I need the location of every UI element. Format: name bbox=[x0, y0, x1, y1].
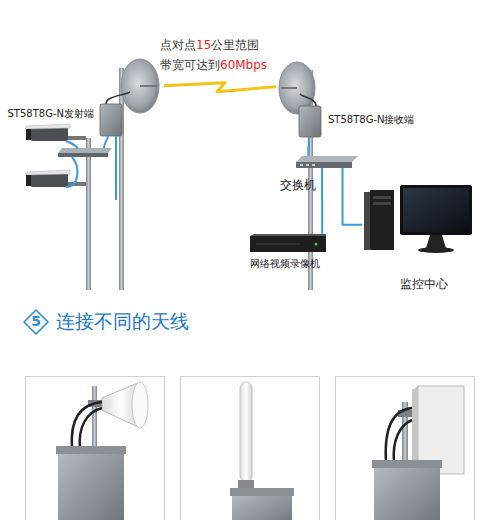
wireless-link bbox=[164, 83, 276, 92]
small-switch bbox=[58, 148, 112, 153]
pc-monitor bbox=[400, 185, 472, 235]
nvr-panel bbox=[256, 244, 300, 245]
enclosure-box bbox=[58, 454, 124, 520]
mast-pole bbox=[119, 68, 124, 290]
pc-bay bbox=[373, 202, 391, 205]
nvr-device bbox=[250, 234, 326, 236]
pc-bay bbox=[373, 196, 391, 199]
device-label: ST58T8G-N接收端 bbox=[328, 114, 415, 126]
switch-device: 交换机 bbox=[296, 156, 358, 168]
camera-bracket bbox=[66, 136, 86, 140]
network-cable bbox=[66, 157, 77, 187]
camera-shield bbox=[26, 124, 70, 129]
camera-pole bbox=[86, 138, 91, 290]
callout-number: 5 bbox=[24, 313, 48, 330]
enclosure-lid bbox=[230, 488, 294, 496]
nvr-led bbox=[315, 243, 318, 246]
section-heading: 连接不同的天线 bbox=[56, 310, 189, 333]
highlight-number: 15 bbox=[196, 38, 211, 52]
receiver-unit: ST58T8G-N接收端 bbox=[278, 62, 322, 138]
transmitter-unit: ST58T8G-N发射端 bbox=[98, 58, 162, 137]
rf-cable bbox=[386, 408, 412, 462]
rf-cable bbox=[80, 408, 102, 448]
dish-feed bbox=[140, 85, 157, 87]
device-label: 交换机 bbox=[280, 178, 316, 192]
pc-stand bbox=[426, 235, 446, 248]
rf-cable bbox=[394, 420, 412, 462]
enclosure-box bbox=[374, 468, 440, 520]
enclosure-lid bbox=[56, 446, 126, 454]
video-recorder: 网络视频录像机 bbox=[250, 234, 326, 252]
bandwidth-note: 带宽可达到60Mbps bbox=[160, 58, 267, 72]
camera-lens bbox=[26, 175, 31, 186]
switch-device bbox=[296, 162, 352, 168]
dish-antenna bbox=[121, 59, 159, 113]
network-cable bbox=[343, 168, 363, 225]
mount-pole bbox=[92, 386, 97, 456]
bridge-unit bbox=[100, 104, 122, 136]
horn-antenna bbox=[132, 382, 148, 428]
text-run: 带宽可达到 bbox=[160, 58, 220, 72]
text-run: 公里范围 bbox=[211, 38, 259, 52]
highlight-number: 60Mbps bbox=[220, 58, 267, 72]
small-switch bbox=[58, 153, 108, 157]
antenna-base bbox=[238, 480, 254, 488]
antenna-cable bbox=[300, 94, 316, 106]
network-cable bbox=[321, 168, 323, 234]
omni-antenna bbox=[240, 382, 252, 482]
camera-lens bbox=[26, 129, 31, 140]
switch-device bbox=[296, 156, 358, 162]
pc-tower bbox=[370, 190, 394, 250]
nvr-device bbox=[250, 236, 326, 252]
pc-tower bbox=[364, 192, 370, 250]
enclosure-lid bbox=[372, 460, 442, 468]
device-label: 监控中心 bbox=[400, 277, 448, 291]
monitoring-center: 监控中心 bbox=[362, 183, 474, 255]
antenna-cable bbox=[106, 92, 130, 104]
pc-stand bbox=[418, 247, 454, 253]
pc-screen bbox=[403, 188, 469, 232]
bridge-unit bbox=[299, 106, 321, 137]
network-cable bbox=[66, 141, 78, 148]
switch-port bbox=[300, 164, 303, 166]
range-note: 点对点15公里范围 bbox=[160, 38, 259, 52]
switch-port bbox=[306, 164, 309, 166]
device-label: 网络视频录像机 bbox=[250, 258, 320, 270]
camera-shield bbox=[26, 170, 70, 175]
dish-feed bbox=[281, 87, 297, 89]
network-cable bbox=[104, 136, 108, 148]
enclosure-box bbox=[232, 496, 292, 520]
network-cable bbox=[115, 136, 117, 200]
network-cable bbox=[307, 138, 309, 156]
text-run: 点对点 bbox=[160, 38, 196, 52]
rf-cable bbox=[72, 402, 102, 448]
device-label: ST58T8G-N发射端 bbox=[8, 108, 95, 120]
section-icon bbox=[24, 310, 48, 334]
switch-port bbox=[312, 164, 315, 166]
